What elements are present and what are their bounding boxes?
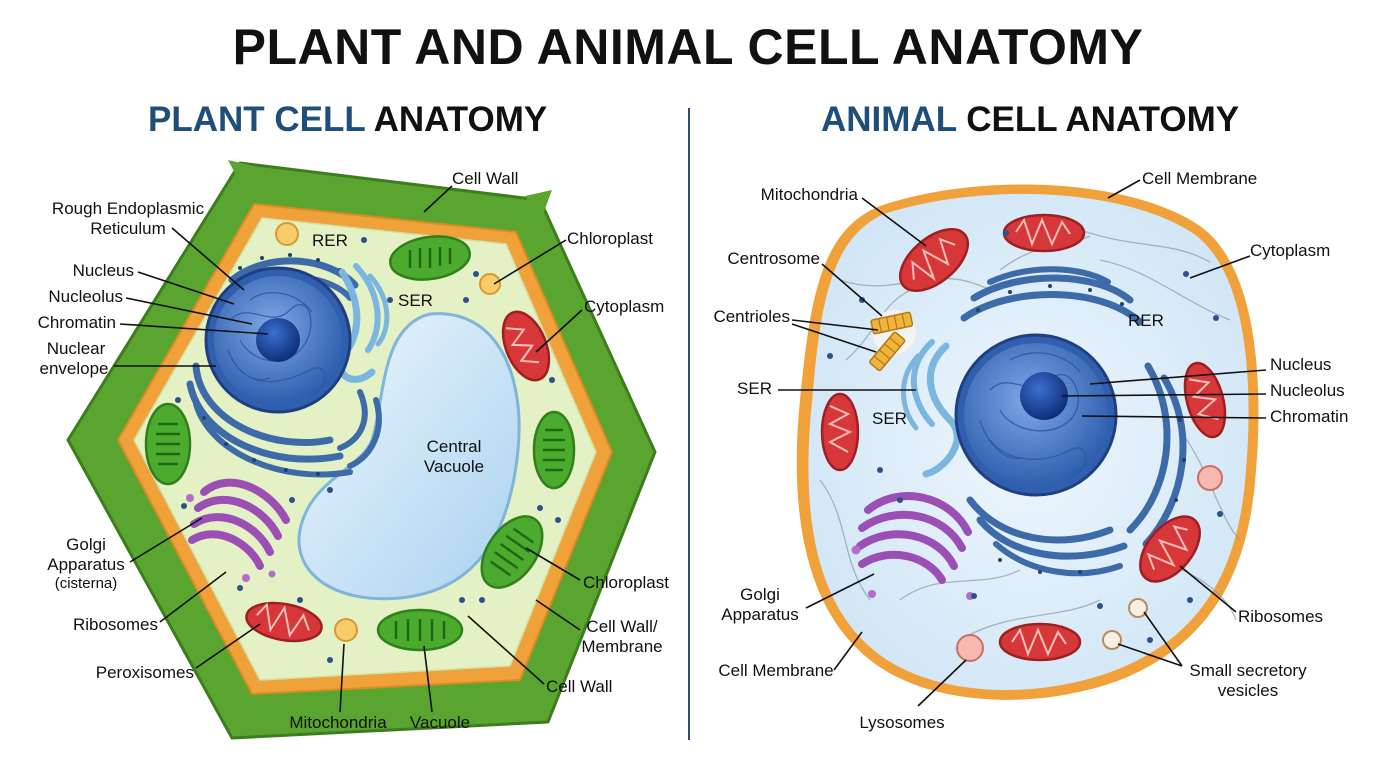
animal-ser-outer-label: SER: [737, 379, 772, 398]
plant-nucleus: [204, 266, 352, 414]
animal-rer-label: RER: [1128, 311, 1164, 330]
plant-chromatin: [227, 292, 326, 396]
plant-cell-wall-membrane-label-2: Membrane: [581, 637, 662, 656]
animal-subtitle: ANIMAL CELL ANATOMY: [821, 100, 1239, 140]
animal-nucleolus-label: Nucleolus: [1270, 381, 1345, 400]
plant-chloroplast: [480, 515, 544, 589]
plant-central-vacuole-label-2: Vacuole: [424, 457, 484, 476]
animal-centrioles-label: Centrioles: [713, 307, 790, 326]
animal-mitochondrion: [1183, 361, 1227, 439]
animal-golgi: [851, 492, 974, 600]
animal-mitochondrion: [899, 228, 969, 292]
animal-cytoplasm-label: Cytoplasm: [1250, 241, 1330, 260]
plant-golgi-label-3: (cisterna): [55, 575, 118, 592]
animal-chromatin: [979, 352, 1087, 477]
plant-golgi: [186, 478, 290, 582]
plant-mitochondrion: [245, 601, 323, 643]
animal-nucleolus: [1020, 372, 1068, 420]
plant-nucleolus-label: Nucleolus: [48, 287, 123, 306]
plant-nuclear-envelope-label-1: Nuclear: [47, 339, 106, 358]
plant-peroxisomes-label: Peroxisomes: [96, 663, 194, 682]
plant-ribosomes: [175, 237, 561, 663]
main-title: PLANT AND ANIMAL CELL ANATOMY: [232, 19, 1144, 75]
plant-wall-corner: [228, 160, 262, 198]
animal-cell: RER SER Mitoch: [713, 169, 1348, 732]
animal-vesicle: [1128, 598, 1148, 618]
animal-centrosome: [869, 310, 916, 372]
plant-mitochondria-label: Mitochondria: [289, 713, 387, 732]
animal-mitochondrion: [1002, 213, 1086, 253]
plant-golgi-label-2: Apparatus: [47, 555, 125, 574]
animal-rer-ribosome-dots: [976, 284, 1186, 574]
animal-rer: [960, 266, 1187, 577]
animal-lysosomes-label: Lysosomes: [859, 713, 944, 732]
plant-rough-er-label-2: Reticulum: [90, 219, 166, 238]
animal-ribosomes-label: Ribosomes: [1238, 607, 1323, 626]
plant-subtitle: PLANT CELL ANATOMY: [148, 100, 547, 140]
animal-cell-membrane-bottom-label: Cell Membrane: [718, 661, 833, 680]
animal-cell-membrane-top-label: Cell Membrane: [1142, 169, 1257, 188]
plant-golgi-label-1: Golgi: [66, 535, 106, 554]
plant-chloroplast: [532, 410, 576, 490]
plant-nuclear-envelope-label-2: envelope: [39, 359, 108, 378]
animal-lysosome: [956, 634, 984, 662]
animal-nucleus-label: Nucleus: [1270, 355, 1331, 374]
plant-chloroplast: [389, 235, 471, 281]
animal-centrosome-label: Centrosome: [727, 249, 820, 268]
plant-mitochondrion: [501, 310, 551, 382]
plant-cytoplasm-label: Cytoplasm: [584, 297, 664, 316]
plant-peroxisome: [275, 222, 299, 246]
plant-rer-label: RER: [312, 231, 348, 250]
animal-subtitle-accent: ANIMAL: [821, 100, 957, 139]
plant-chloroplast: [144, 402, 192, 486]
animal-ser-inner-label: SER: [872, 409, 907, 428]
animal-mitochondrion: [998, 622, 1082, 662]
plant-chromatin-label: Chromatin: [38, 313, 116, 332]
plant-subtitle-accent: PLANT CELL: [148, 100, 366, 139]
animal-nucleus: [954, 333, 1118, 497]
plant-chloroplast: [376, 608, 464, 652]
animal-cytoskeleton: [819, 229, 1241, 641]
plant-central-vacuole: [297, 312, 521, 601]
animal-lysosome: [1197, 465, 1223, 491]
plant-cell-wall-top-label: Cell Wall: [452, 169, 518, 188]
plant-cell: RER SER Central Vacuole: [38, 160, 669, 740]
animal-subtitle-rest: CELL ANATOMY: [966, 100, 1240, 139]
plant-rer-ribosome-dots: [202, 253, 342, 476]
plant-chloroplast-top-label: Chloroplast: [567, 229, 653, 248]
plant-peroxisome: [479, 273, 501, 295]
plant-cell-wall-bottom-label: Cell Wall: [546, 677, 612, 696]
animal-mitochondrion: [820, 392, 860, 472]
plant-nucleus-label: Nucleus: [73, 261, 134, 280]
plant-central-vacuole-label-1: Central: [427, 437, 482, 456]
animal-leader-lines: [778, 179, 1267, 707]
plant-nucleolus: [256, 318, 300, 362]
plant-ser-label: SER: [398, 291, 433, 310]
animal-golgi-label-2: Apparatus: [721, 605, 799, 624]
animal-golgi-label-1: Golgi: [740, 585, 780, 604]
plant-vacuole-label: Vacuole: [410, 713, 470, 732]
panel-divider: [688, 108, 690, 740]
plant-rough-er-label-1: Rough Endoplasmic: [52, 199, 205, 218]
plant-ribosomes-label: Ribosomes: [73, 615, 158, 634]
plant-chloroplast-bottom-label: Chloroplast: [583, 573, 669, 592]
animal-ser: [901, 339, 961, 478]
animal-vesicles-label-2: vesicles: [1218, 681, 1278, 700]
plant-leader-lines: [114, 185, 583, 713]
animal-ribosomes: [827, 230, 1223, 643]
animal-vesicle: [1102, 630, 1122, 650]
animal-chromatin-label: Chromatin: [1270, 407, 1348, 426]
animal-mitochondria-label: Mitochondria: [761, 185, 859, 204]
animal-centriole: [870, 311, 914, 335]
plant-subtitle-rest: ANATOMY: [373, 100, 548, 139]
animal-centriole: [869, 331, 906, 372]
plant-wall-corner: [525, 190, 552, 222]
plant-peroxisome: [334, 618, 358, 642]
plant-cell-wall-membrane-label-1: Cell Wall/: [586, 617, 657, 636]
animal-vesicles-label-1: Small secretory: [1189, 661, 1307, 680]
animal-mitochondrion: [1139, 515, 1201, 583]
